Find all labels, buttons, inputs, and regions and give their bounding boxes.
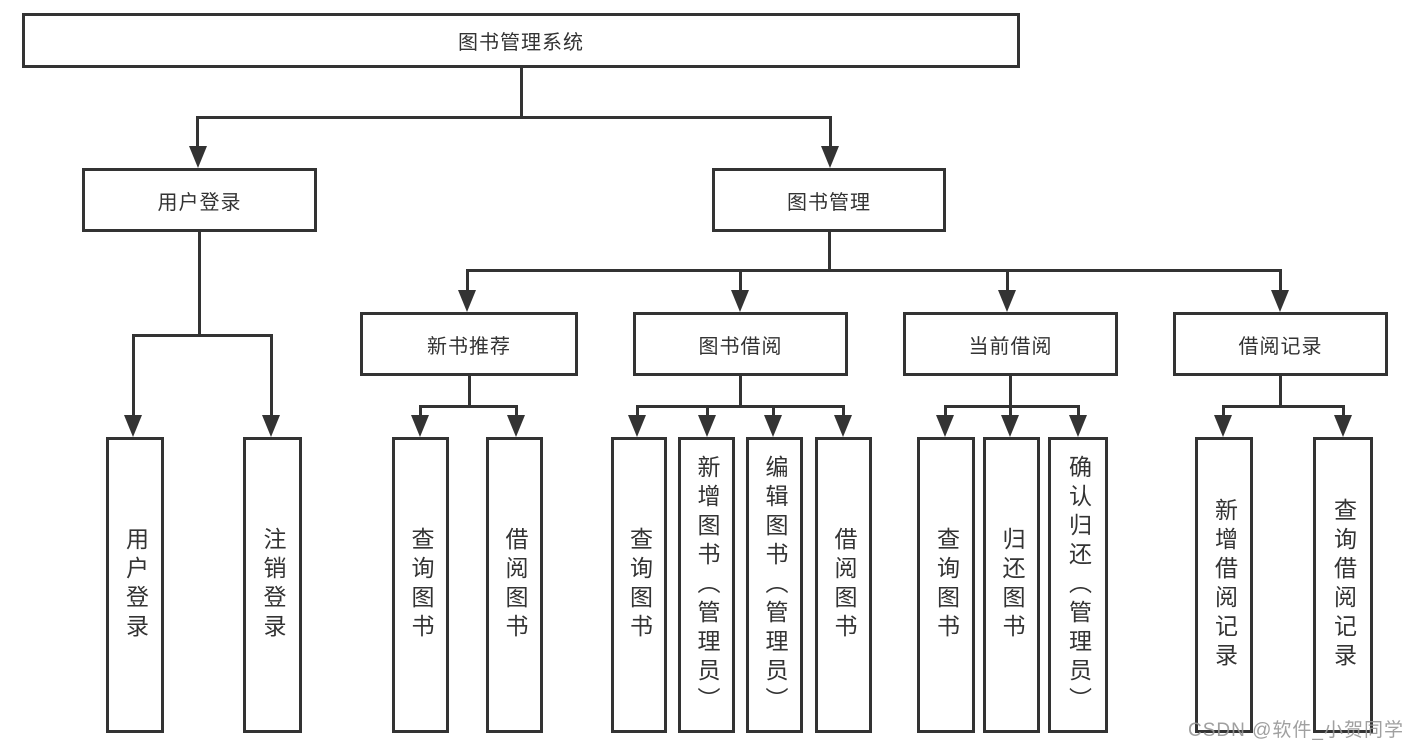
connector-leaf-line [842,405,845,417]
arrow-down-icon [124,415,142,437]
connector-leaf-line [739,269,742,292]
connector-leaf-line [1342,405,1345,417]
connector-book-management-hline [466,269,1282,272]
arrow-down-icon [1334,415,1352,437]
leaf-return-books: 归还图书 [983,437,1040,733]
arrow-down-icon [262,415,280,437]
node-label: 图书管理 [787,191,871,214]
connector-root-vline [520,68,523,118]
node-new-book-recommend: 新书推荐 [360,312,578,376]
node-system-root: 图书管理系统 [22,13,1020,68]
connector-leaf-line [1279,269,1282,292]
node-label: 查询借阅记录 [1330,498,1357,672]
connector-borrow-records-hline [1222,405,1345,408]
connector-leaf-line [419,405,422,417]
connector-leaf-line [1222,405,1225,417]
leaf-query-books-3: 查询图书 [917,437,975,733]
arrow-down-icon [1001,415,1019,437]
node-label: 用户登录 [157,191,242,214]
arrow-down-icon [764,415,782,437]
connector-current-borrow-vline [1009,376,1012,407]
connector-leaf-line [636,405,639,417]
leaf-query-books-1: 查询图书 [392,437,449,733]
arrow-down-icon [1214,415,1232,437]
leaf-add-books-admin: 新增图书（管理员） [678,437,735,733]
arrow-down-icon [936,415,954,437]
connector-new-book-vline [468,376,471,407]
connector-leaf-line [270,334,273,416]
leaf-borrow-books-1: 借阅图书 [486,437,543,733]
arrow-down-icon [998,290,1016,312]
arrow-down-icon [1271,290,1289,312]
leaf-query-books-2: 查询图书 [611,437,667,733]
connector-leaf-line [1077,405,1080,417]
connector-book-borrow-hline [636,405,845,408]
arrow-down-icon [189,146,207,168]
connector-book-borrow-vline [739,376,742,407]
node-book-borrow: 图书借阅 [633,312,848,376]
connector-root-hline [196,116,832,119]
node-label: 新书推荐 [427,335,511,358]
connector-book-management-vline [828,232,831,271]
leaf-edit-books-admin: 编辑图书（管理员） [746,437,803,733]
connector-leaf-line [772,405,775,417]
connector-new-book-hline [419,405,518,408]
node-label: 新增图书（管理员） [694,454,720,716]
node-label: 图书借阅 [698,335,783,358]
node-label: 归还图书 [999,527,1025,643]
connector-leaf-line [1009,405,1012,417]
connector-user-login-hline [132,334,273,337]
node-label: 查询图书 [933,527,960,643]
arrow-down-icon [698,415,716,437]
leaf-add-borrow-record: 新增借阅记录 [1195,437,1253,733]
node-label: 新增借阅记录 [1211,498,1238,672]
node-label: 借阅图书 [502,527,528,643]
node-label: 编辑图书（管理员） [762,454,788,716]
arrow-down-icon [1069,415,1087,437]
leaf-user-login: 用户登录 [106,437,164,733]
connector-leaf-line [132,334,135,416]
arrow-down-icon [458,290,476,312]
node-label: 注销登录 [260,527,286,643]
node-current-borrow: 当前借阅 [903,312,1118,376]
node-borrow-records: 借阅记录 [1173,312,1388,376]
node-label: 当前借阅 [968,335,1053,358]
connector-user-login-vline [198,232,201,336]
leaf-borrow-books-2: 借阅图书 [815,437,872,733]
connector-leaf-line [1006,269,1009,292]
connector-borrow-records-vline [1279,376,1282,407]
node-label: 查询图书 [408,527,434,643]
node-user-login: 用户登录 [82,168,317,232]
connector-leaf-line [706,405,709,417]
node-label: 用户登录 [122,527,149,643]
node-label: 查询图书 [626,527,653,643]
node-label: 借阅记录 [1238,335,1323,358]
connector-leaf-line [944,405,947,417]
arrow-down-icon [411,415,429,437]
arrow-down-icon [628,415,646,437]
node-book-management: 图书管理 [712,168,946,232]
arrow-down-icon [731,290,749,312]
node-label: 确认归还（管理员） [1065,454,1092,716]
node-label: 图书管理系统 [458,32,584,54]
connector-leaf-line [466,269,469,292]
arrow-down-icon [834,415,852,437]
connector-to-book-management-line [829,116,832,148]
connector-to-user-login-line [196,116,199,148]
leaf-confirm-return-admin: 确认归还（管理员） [1048,437,1108,733]
node-label: 借阅图书 [831,527,857,643]
connector-leaf-line [515,405,518,417]
leaf-logout: 注销登录 [243,437,302,733]
connector-current-borrow-hline [944,405,1080,408]
arrow-down-icon [821,146,839,168]
csdn-watermark: CSDN @软件_小贺同学 [1188,720,1404,741]
leaf-query-borrow-record: 查询借阅记录 [1313,437,1373,733]
arrow-down-icon [507,415,525,437]
